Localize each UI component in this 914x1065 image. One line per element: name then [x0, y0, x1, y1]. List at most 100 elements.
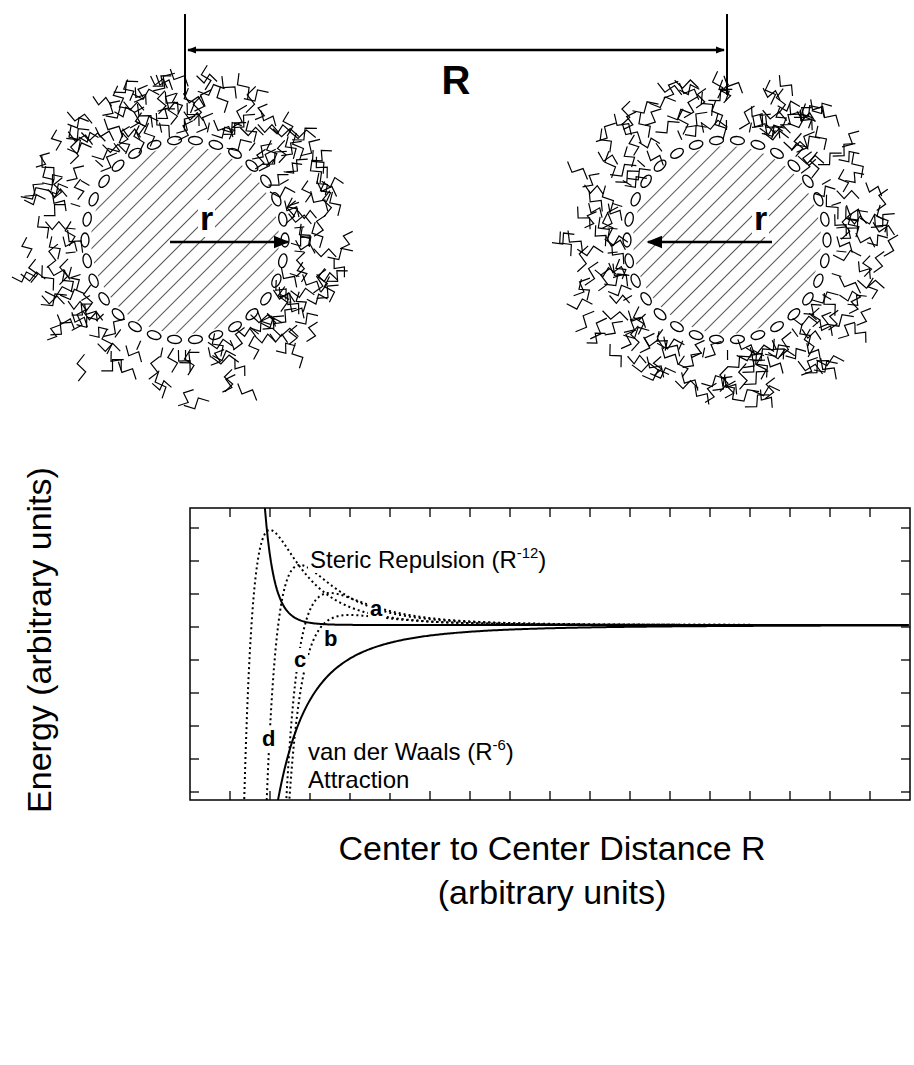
ligand-stroke [779, 332, 791, 357]
ligand-stroke [36, 153, 50, 167]
exponent-text: -12 [517, 545, 539, 561]
ligand-stroke [797, 111, 815, 121]
oxygen-ring [652, 158, 668, 173]
ligand-stroke [719, 80, 729, 101]
tick-mark [829, 791, 830, 800]
ligand-stroke [798, 361, 823, 374]
ligand-stroke [602, 207, 619, 229]
ligand-stroke [198, 85, 225, 96]
ligand-stroke [251, 321, 271, 331]
ligand-stroke [649, 97, 675, 108]
tick-mark [901, 626, 910, 627]
ligand-stroke [578, 207, 590, 230]
ligand-stroke [136, 131, 140, 140]
oxygen-ring [624, 253, 635, 268]
ligand-stroke [102, 329, 112, 354]
ligand-stroke [217, 87, 228, 113]
ligand-stroke [312, 150, 323, 174]
curve-label: Attraction [306, 767, 411, 793]
ligand-stroke [155, 371, 166, 399]
ligand-stroke [804, 305, 822, 315]
ligand-stroke [290, 301, 304, 318]
ligand-stroke [884, 235, 898, 256]
ligand-stroke [81, 295, 90, 300]
ligand-stroke [836, 250, 846, 252]
axis-title: Energy (arbitrary units) [21, 465, 58, 815]
radius-arrow [648, 241, 772, 244]
ligand-stroke [600, 129, 611, 153]
curve-letter: c [292, 648, 308, 672]
ligand-stroke [798, 156, 824, 164]
ligand-stroke [283, 112, 293, 136]
ligand-stroke [809, 313, 816, 320]
ligand-stroke [798, 106, 820, 117]
ligand-stroke [50, 322, 71, 334]
oxygen-ring [270, 191, 283, 207]
ligand-stroke [290, 273, 300, 276]
ligand-stroke [585, 185, 604, 194]
ligand-stroke [818, 153, 842, 165]
ligand-stroke [114, 81, 138, 93]
ligand-stroke [873, 222, 894, 235]
oxygen-ring [97, 173, 112, 189]
ligand-stroke [846, 205, 861, 219]
ligand-stroke [104, 319, 125, 336]
ligand-stroke [314, 215, 326, 236]
ligand-stroke [831, 202, 840, 205]
curve-letter: b [322, 627, 339, 651]
ligand-stroke [250, 329, 256, 337]
ligand-stroke [679, 85, 699, 95]
ligand-stroke [857, 308, 871, 325]
ligand-stroke [44, 205, 66, 216]
ligand-stroke [184, 120, 185, 130]
ligand-stroke [839, 291, 861, 301]
oxygen-ring [624, 212, 635, 227]
ligand-stroke [838, 322, 855, 338]
tick-mark [749, 508, 750, 517]
ligand-stroke [266, 159, 273, 166]
ligand-stroke [621, 330, 636, 349]
oxygen-ring [709, 136, 724, 145]
oxygen-ring [244, 307, 260, 322]
total-energy-curve [201, 565, 909, 800]
ligand-stroke [168, 348, 178, 372]
oxygen-ring [669, 146, 685, 160]
ligand-stroke [811, 99, 825, 117]
label-text: (arbitrary units) [438, 873, 667, 911]
oxygen-ring [146, 139, 162, 151]
ligand-stroke [604, 274, 629, 285]
ligand-stroke [610, 295, 630, 303]
ligand-stroke [629, 135, 639, 156]
axis-ticks [190, 508, 910, 800]
ligand-stroke [302, 181, 311, 203]
ligand-stroke [291, 288, 315, 297]
oxygen-ring [208, 139, 224, 151]
ligand-stroke [340, 231, 353, 248]
ligand-stroke [627, 169, 651, 180]
ligand-stroke [766, 116, 780, 139]
ligand-stroke [715, 113, 726, 139]
tick-mark [190, 758, 199, 759]
ligand-stroke [71, 203, 81, 206]
ligand-stroke [267, 313, 274, 320]
ligand-stroke [833, 144, 856, 156]
ligand-stroke [47, 325, 60, 340]
ligand-stroke [577, 246, 603, 255]
ligand-stroke [761, 390, 773, 408]
ligand-stroke [683, 353, 702, 367]
ligand-stroke [801, 152, 812, 173]
ligand-stroke [170, 69, 188, 86]
ligand-stroke [786, 349, 806, 359]
tick-mark [901, 791, 910, 792]
ligand-stroke [657, 329, 663, 337]
ligand-stroke [568, 162, 588, 180]
ligand-stroke [866, 182, 882, 196]
ligand-stroke [161, 348, 163, 358]
tick-mark [549, 508, 550, 517]
ligand-stroke [322, 178, 344, 188]
ligand-stroke [301, 139, 320, 155]
ligand-stroke [638, 314, 645, 321]
ligand-stroke [153, 73, 175, 91]
label-text: ) [506, 738, 514, 765]
ligand-stroke [12, 272, 36, 282]
